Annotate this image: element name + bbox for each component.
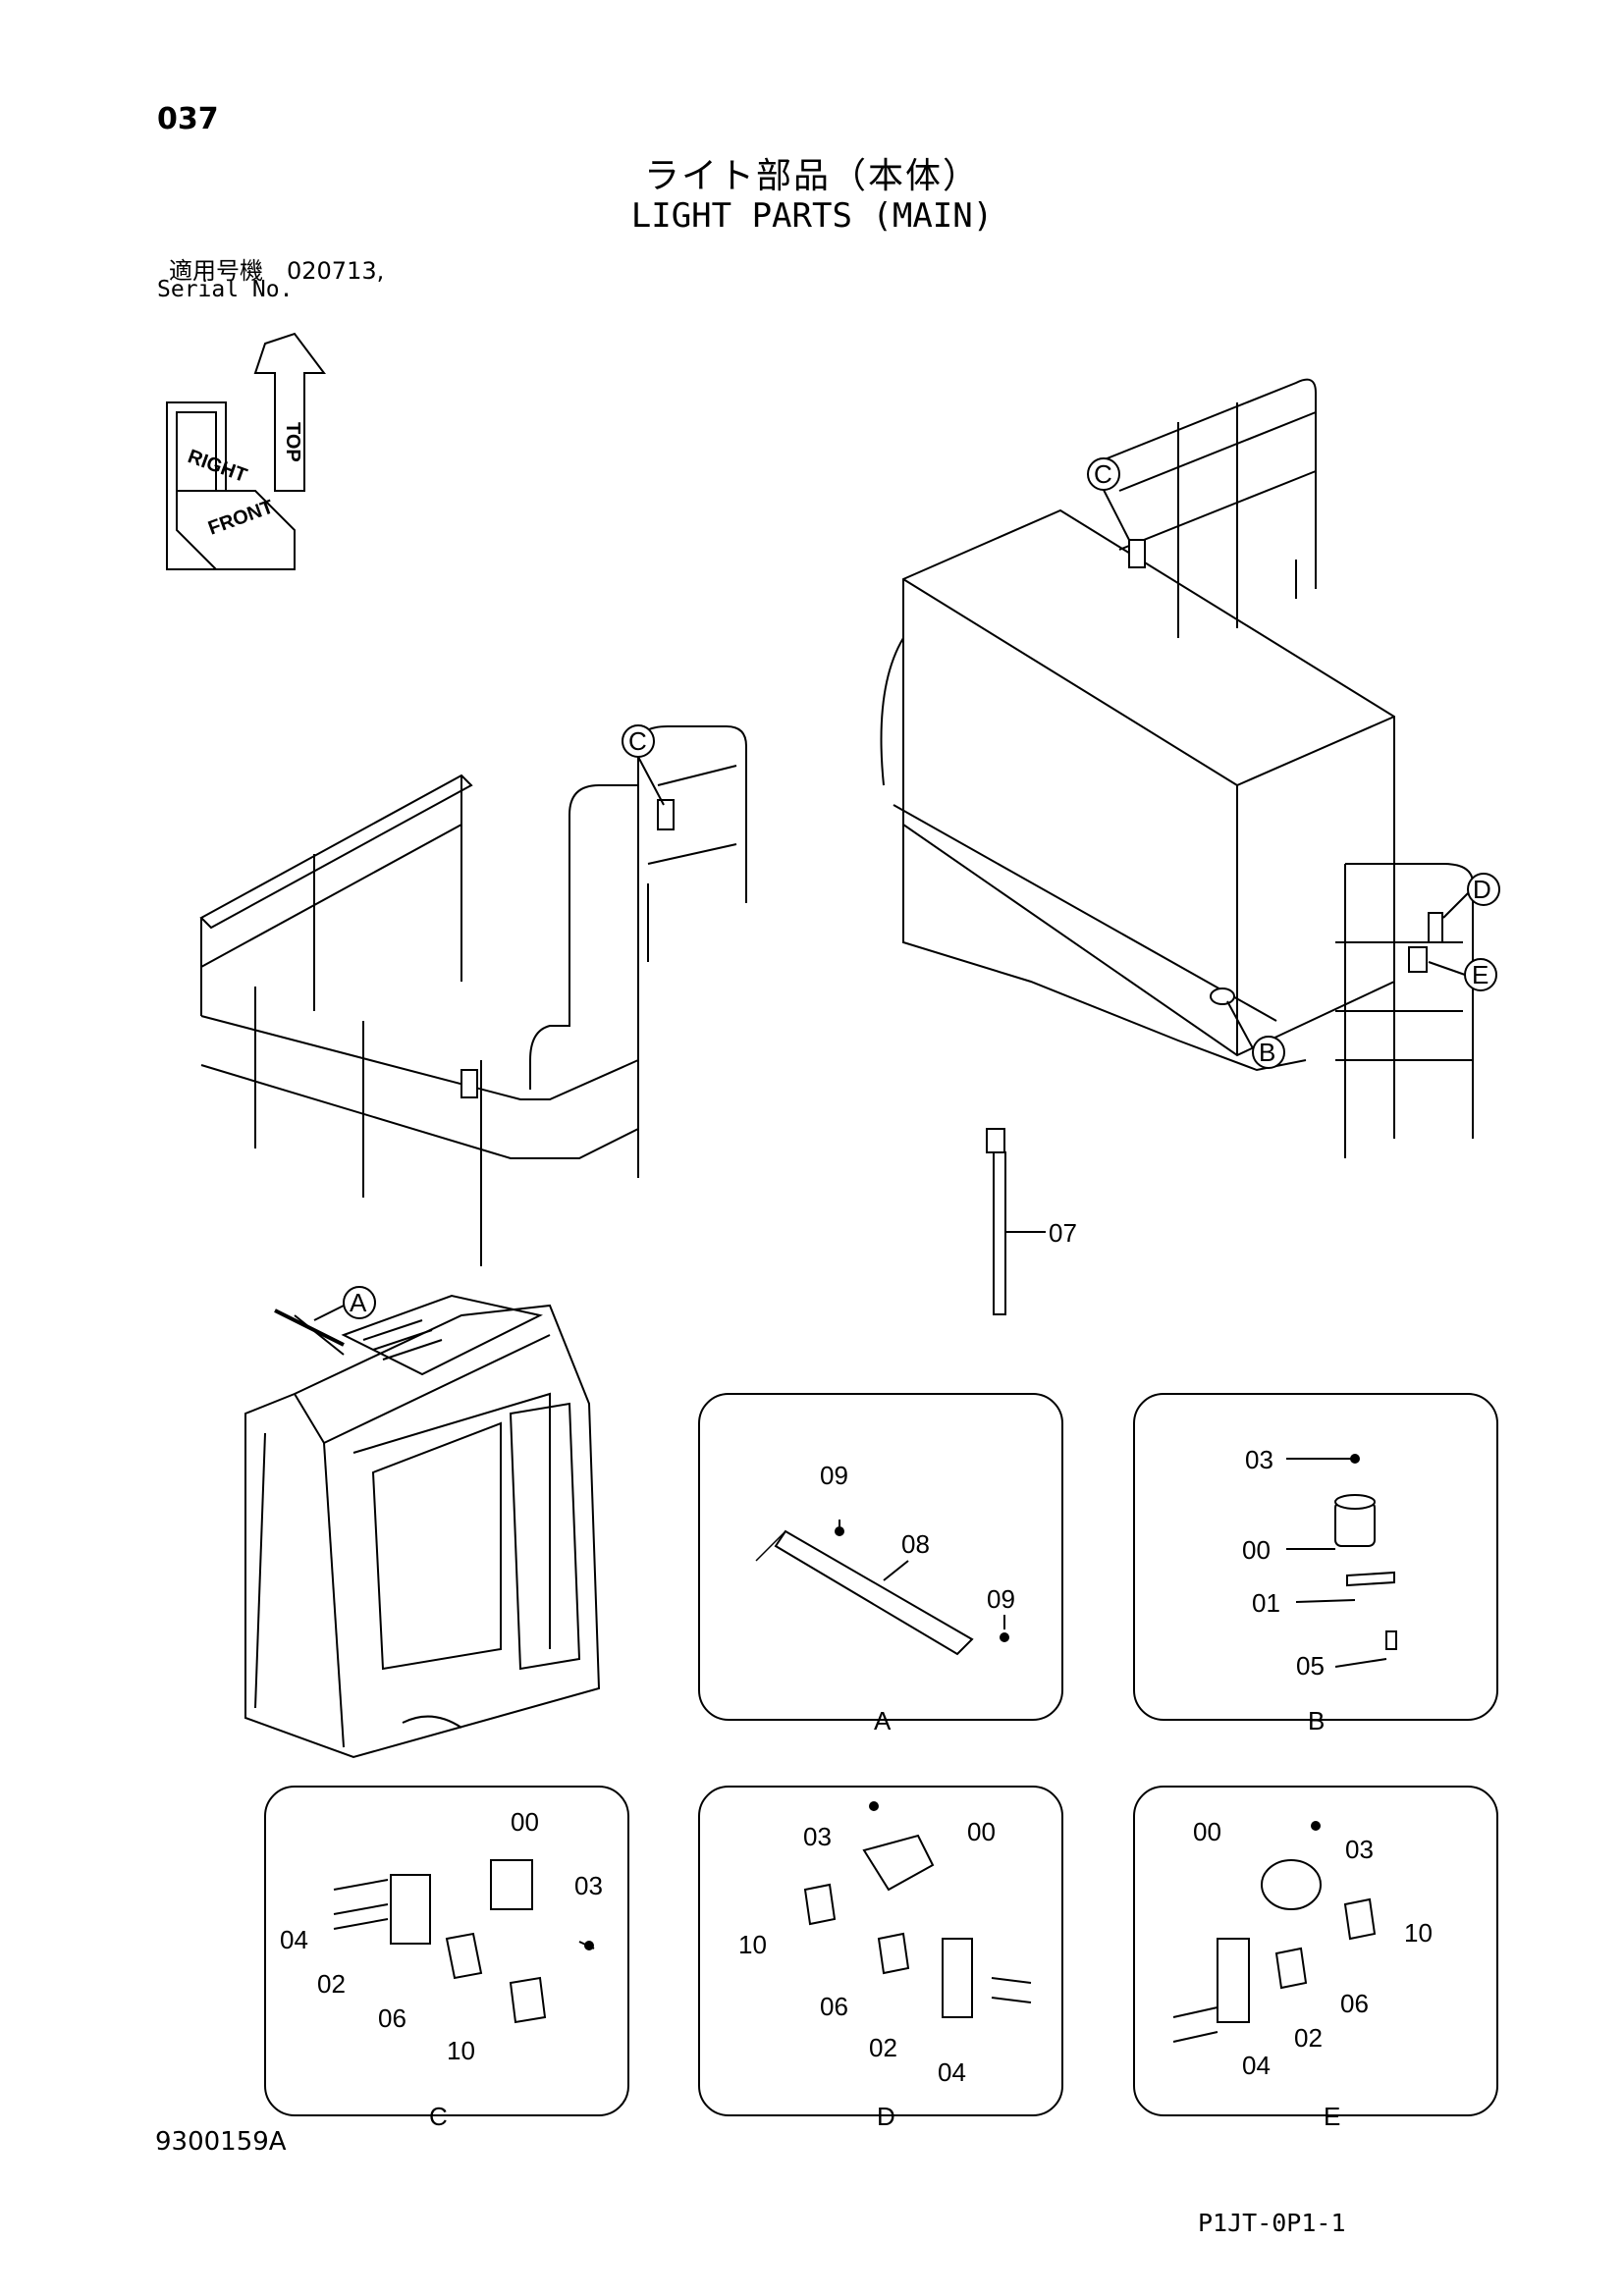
callout-c-upper: C — [1087, 457, 1130, 541]
orientation-indicator: TOP RIGHT FRONT — [166, 332, 326, 570]
detail-a-label-2: 09 — [987, 1584, 1015, 1614]
detail-a-label-0: 09 — [820, 1461, 848, 1490]
cable-tie-part: 07 — [986, 1128, 1077, 1315]
serial-label-japanese: 適用号機 020713, — [169, 257, 385, 285]
detail-b-label-1: 00 — [1242, 1535, 1271, 1565]
detail-d-label-3: 06 — [820, 1992, 848, 2021]
callout-d: D — [1442, 873, 1500, 919]
detail-d-label-1: 00 — [967, 1817, 996, 1846]
page-title-english: LIGHT PARTS (MAIN) — [630, 196, 994, 236]
operator-cab — [244, 1294, 601, 1759]
right-tank-assembly — [880, 378, 1474, 1158]
callout-label: C — [1094, 459, 1112, 489]
detail-e-label-4: 02 — [1294, 2023, 1323, 2053]
detail-d-label-0: 03 — [803, 1822, 832, 1851]
callout-label: A — [350, 1288, 367, 1317]
detail-b-panel: 03 00 01 05 B — [1133, 1393, 1498, 1735]
detail-e-label-2: 10 — [1404, 1918, 1433, 1948]
detail-c-label-2: 04 — [280, 1925, 308, 1954]
document-code: 9300159A — [155, 2127, 287, 2157]
detail-b-label-0: 03 — [1245, 1445, 1273, 1474]
detail-d-name: D — [877, 2102, 895, 2131]
detail-e-label-1: 03 — [1345, 1835, 1374, 1864]
detail-a-name: A — [874, 1706, 892, 1735]
callout-label: B — [1259, 1038, 1275, 1067]
detail-a-label-1: 08 — [901, 1529, 930, 1559]
callout-e: E — [1428, 958, 1497, 991]
page-number: 037 — [157, 102, 219, 136]
callout-label: E — [1472, 960, 1489, 989]
page-title-japanese: ライト部品（本体） — [643, 156, 980, 196]
page-code: P1JT-0P1-1 — [1198, 2209, 1346, 2237]
detail-e-label-0: 00 — [1193, 1817, 1221, 1846]
detail-d-label-4: 02 — [869, 2033, 897, 2062]
serial-label-english: Serial No. — [157, 277, 294, 302]
callout-c-left: C — [622, 724, 665, 806]
detail-d-label-5: 04 — [938, 2057, 966, 2087]
detail-c-name: C — [429, 2102, 448, 2131]
callout-label: D — [1473, 875, 1491, 904]
detail-c-label-4: 06 — [378, 2003, 406, 2033]
detail-b-label-3: 05 — [1296, 1651, 1325, 1681]
detail-c-label-3: 02 — [317, 1969, 346, 1999]
detail-e-name: E — [1324, 2102, 1340, 2131]
part-label-07: 07 — [1049, 1218, 1077, 1248]
callout-b: B — [1226, 1000, 1285, 1069]
detail-e-label-3: 06 — [1340, 1989, 1369, 2018]
orientation-top-label: TOP — [282, 422, 303, 462]
detail-d-label-2: 10 — [738, 1930, 767, 1959]
detail-b-name: B — [1308, 1706, 1325, 1735]
detail-c-label-5: 10 — [447, 2036, 475, 2065]
detail-d-panel: 03 00 10 06 02 04 D — [698, 1786, 1063, 2131]
detail-c-label-0: 00 — [511, 1807, 539, 1837]
detail-c-label-1: 03 — [574, 1871, 603, 1900]
callout-a: A — [313, 1286, 376, 1321]
detail-a-panel: 09 08 09 A — [698, 1393, 1063, 1735]
detail-b-label-2: 01 — [1252, 1588, 1280, 1618]
detail-e-panel: 00 03 10 06 02 04 E — [1133, 1786, 1498, 2131]
left-handrail-assembly — [199, 725, 747, 1266]
callout-label: C — [628, 726, 647, 756]
detail-c-panel: 00 03 04 02 06 10 C — [264, 1786, 629, 2131]
detail-e-label-5: 04 — [1242, 2051, 1271, 2080]
